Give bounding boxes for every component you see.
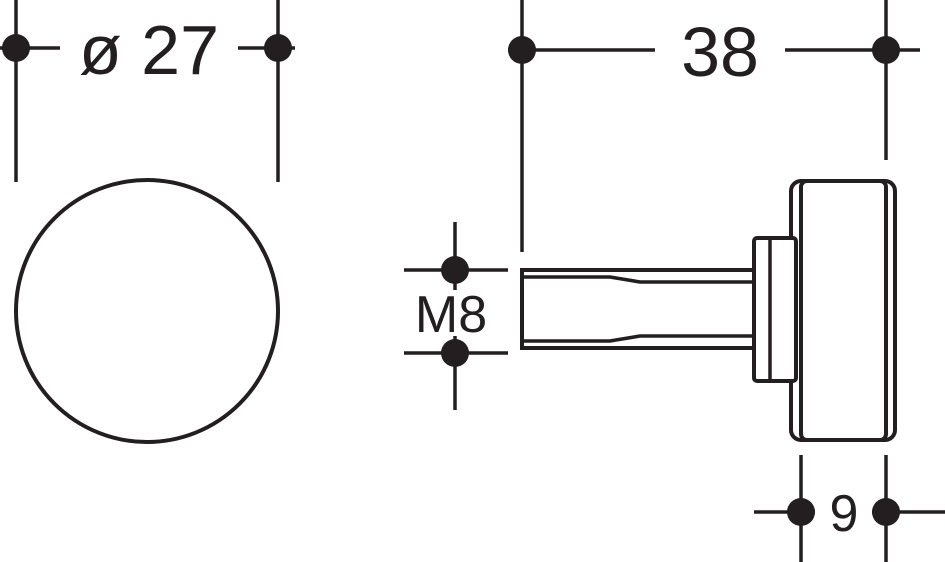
dimension-dot-right	[872, 36, 900, 64]
thread-dimension: M8	[404, 222, 508, 410]
length-dimension: 38	[508, 0, 920, 252]
rose-thickness-dimension: 9	[754, 455, 945, 562]
diameter-label: ø 27	[79, 11, 219, 89]
dimension-dot-right	[872, 498, 900, 526]
collar	[752, 236, 798, 383]
dimension-dot-left	[2, 34, 30, 62]
rose-thickness-label: 9	[830, 485, 859, 543]
front-view	[14, 178, 280, 444]
thread-label: M8	[415, 286, 487, 344]
thread-dot-bottom	[441, 339, 469, 367]
length-label: 38	[681, 13, 759, 91]
spindle-flat-bottom	[522, 334, 754, 343]
thread-dot-top	[441, 256, 469, 284]
dimension-dot-left	[787, 498, 815, 526]
diameter-dimension: ø 27	[0, 0, 295, 182]
knob-front-circle	[14, 178, 280, 444]
rose-face	[799, 179, 888, 442]
side-view	[520, 179, 897, 442]
dimension-dot-left	[508, 36, 536, 64]
spindle-flat-top	[522, 275, 754, 284]
dimension-dot-right	[264, 34, 292, 62]
